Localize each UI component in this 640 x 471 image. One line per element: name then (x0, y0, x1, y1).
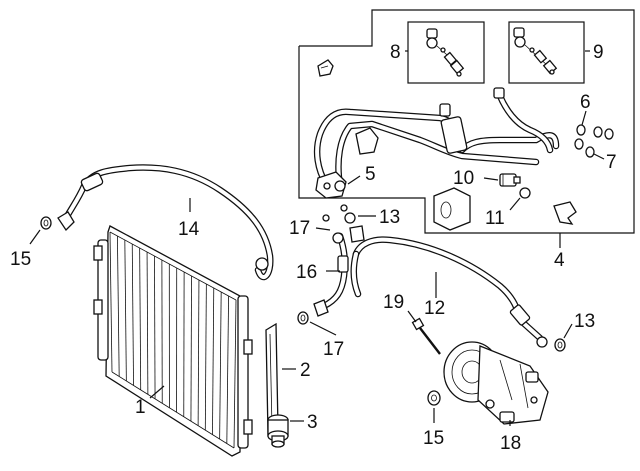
service-valve-8 (426, 28, 465, 77)
leader-lines (29, 50, 605, 426)
condenser-fin (117, 235, 120, 377)
condenser-fin (197, 279, 200, 426)
callout-6: 6 (580, 92, 591, 113)
callout-5: 5 (365, 164, 376, 185)
condenser-fin (226, 295, 229, 444)
condenser (93, 225, 253, 457)
callout-2: 2 (300, 360, 311, 381)
callout-7: 7 (606, 152, 617, 173)
o-rings-6-7 (574, 124, 614, 158)
callout-15-bottom: 15 (423, 428, 444, 449)
seal-11 (519, 187, 531, 199)
seals-13-17-top (322, 204, 356, 224)
condenser-fin (190, 275, 192, 422)
drier-cap (267, 414, 289, 448)
pressure-sensor-10 (499, 173, 521, 187)
condenser-fin (212, 287, 215, 435)
ac-line-assembly (313, 87, 560, 199)
callout-14: 14 (178, 219, 200, 240)
condenser-fin (131, 243, 134, 386)
valve-kit-inset-8 (407, 21, 485, 84)
hose-14 (57, 164, 274, 281)
condenser-fin (219, 291, 222, 440)
callout-10: 10 (453, 168, 474, 189)
callout-17-bottom: 17 (323, 339, 344, 360)
callout-9: 9 (593, 42, 604, 63)
condenser-fin (109, 231, 113, 373)
insulator-block (433, 187, 471, 231)
callout-18: 18 (500, 433, 521, 454)
hose-16 (313, 225, 365, 317)
condenser-fin (139, 247, 142, 390)
callout-12: 12 (424, 298, 445, 319)
condenser-fin (124, 239, 127, 381)
valve-kit-inset-9 (508, 21, 585, 84)
seal-15-left (40, 216, 52, 230)
condenser-fin (146, 251, 149, 395)
line-assembly-inset (298, 9, 635, 234)
callout-13-right: 13 (574, 311, 595, 332)
bolt-19 (411, 317, 441, 355)
callout-17-top: 17 (289, 218, 310, 239)
condenser-fin (233, 299, 237, 449)
callout-3: 3 (307, 412, 318, 433)
callout-16: 16 (296, 262, 317, 283)
condenser-fin (154, 255, 156, 399)
callout-labels: 1 2 3 4 5 6 7 8 9 10 11 12 13 13 14 15 1… (10, 42, 617, 454)
clip-top-left (317, 59, 334, 77)
seal-13-right (554, 338, 566, 352)
hose-12 (350, 236, 548, 348)
callout-15-left: 15 (10, 249, 31, 270)
callout-19: 19 (383, 292, 404, 313)
callout-8: 8 (390, 42, 401, 63)
compressor (443, 341, 549, 425)
condenser-fin (204, 283, 207, 431)
service-valve-9 (513, 27, 558, 75)
callout-1: 1 (135, 397, 146, 418)
callout-4: 4 (554, 250, 565, 271)
callout-11: 11 (485, 208, 505, 229)
seal-17-bottom (297, 311, 309, 325)
seal-15-bottom (427, 390, 441, 406)
clip-right (553, 201, 577, 225)
callout-13-top: 13 (379, 207, 400, 228)
